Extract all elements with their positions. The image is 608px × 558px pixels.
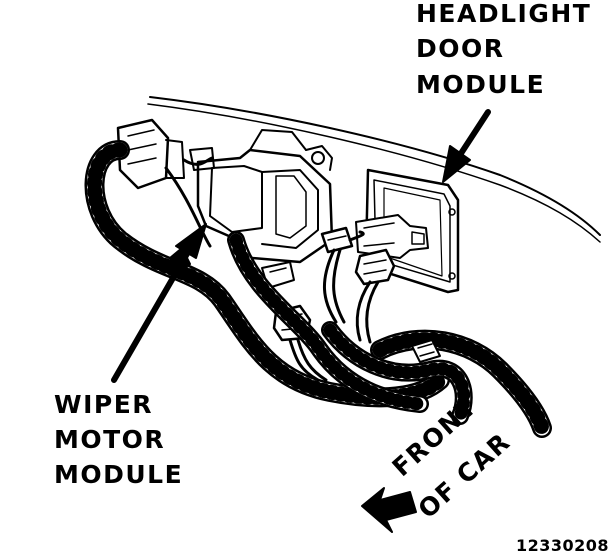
headlight-label-line-3: MODULE bbox=[416, 70, 546, 99]
inline-connector-2 bbox=[320, 226, 354, 254]
wiper-label-line-2: MOTOR bbox=[54, 425, 166, 454]
wiper-label-line-1: WIPER bbox=[54, 390, 154, 419]
headlight-label-line-1: HEADLIGHT bbox=[416, 0, 592, 28]
wiper-motor-module bbox=[189, 129, 334, 289]
wiper-label-line-3: MODULE bbox=[54, 460, 184, 489]
headlight-label-line-2: DOOR bbox=[416, 34, 505, 63]
wiper-leader-arrow bbox=[111, 223, 207, 383]
headlight-leader-arrow bbox=[442, 109, 491, 183]
body-panel-line-lower bbox=[147, 103, 601, 243]
figure-code: 12330208 bbox=[516, 536, 608, 555]
arrow-icon bbox=[361, 487, 417, 533]
inline-connector-3 bbox=[354, 248, 396, 286]
wiper-connector bbox=[116, 118, 185, 190]
